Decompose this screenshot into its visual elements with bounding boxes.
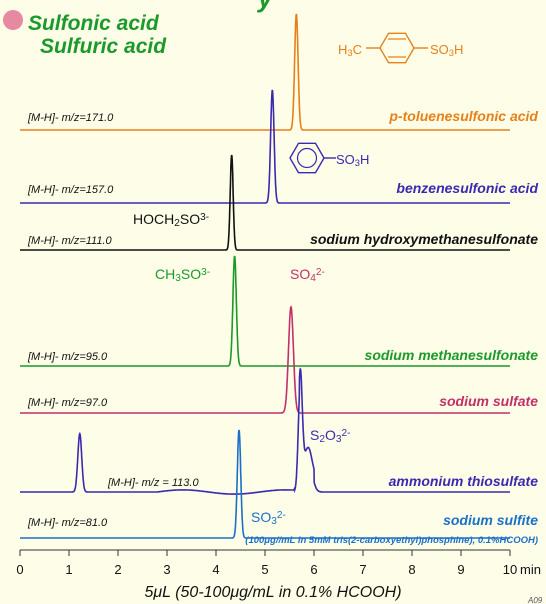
x-tick-label-4: 4 bbox=[212, 562, 219, 577]
mz-label-3: [M-H]- m/z=111.0 bbox=[27, 235, 113, 247]
x-tick-label-2: 2 bbox=[114, 562, 121, 577]
mz-label-1: [M-H]- m/z=171.0 bbox=[27, 112, 114, 124]
benzene-ring bbox=[289, 142, 325, 174]
benzene-sulfo-text: SO3H bbox=[336, 152, 369, 168]
series-name-1: p-toluenesulfonic acid bbox=[388, 108, 538, 124]
trace-6 bbox=[20, 367, 510, 495]
header-dot bbox=[3, 10, 23, 30]
x-tick-label-7: 7 bbox=[359, 562, 366, 577]
corner-mark: A09 bbox=[527, 596, 543, 604]
x-tick-label-0: 0 bbox=[16, 562, 23, 577]
series-name-6: ammonium thiosulfate bbox=[389, 473, 539, 489]
toluene-ring bbox=[379, 32, 415, 64]
title-fragment: y bbox=[258, 0, 272, 11]
ion-label-thiosulfate: S2O32- bbox=[310, 427, 350, 445]
x-tick-label-9: 9 bbox=[457, 562, 464, 577]
ion-label-hydroxymethanesulfonate: HOCH2SO3- bbox=[133, 211, 209, 229]
x-tick-label-5: 5 bbox=[261, 562, 268, 577]
trace-4 bbox=[20, 255, 510, 367]
series-name-3: sodium hydroxymethanesulfonate bbox=[310, 231, 538, 247]
ion-label-sulfite: SO32- bbox=[251, 509, 286, 527]
mz-label-2: [M-H]- m/z=157.0 bbox=[27, 184, 114, 196]
mz-label-7: [M-H]- m/z=81.0 bbox=[27, 517, 108, 529]
x-unit: min bbox=[520, 562, 541, 577]
x-tick-label-1: 1 bbox=[65, 562, 72, 577]
footnote: (100μg//mL in 5mM tris(2-carboxyethyl)ph… bbox=[245, 535, 538, 546]
series-name-5: sodium sulfate bbox=[439, 393, 538, 409]
trace-2 bbox=[20, 89, 510, 204]
mz-label-5: [M-H]- m/z=97.0 bbox=[27, 397, 108, 409]
header-line2: Sulfuric acid bbox=[40, 35, 167, 58]
x-tick-label-3: 3 bbox=[163, 562, 170, 577]
trace-3 bbox=[20, 154, 510, 251]
toluene-sulfo-text: SO3H bbox=[430, 42, 463, 58]
x-tick-label-6: 6 bbox=[310, 562, 317, 577]
mz-label-4: [M-H]- m/z=95.0 bbox=[27, 351, 108, 363]
ion-label-sulfate: SO42- bbox=[290, 266, 325, 284]
benzene-aromatic-circle bbox=[296, 147, 318, 169]
series-name-4: sodium methanesulfonate bbox=[365, 347, 539, 363]
ion-label-methanesulfonate: CH3SO3- bbox=[155, 266, 210, 284]
toluene-methyl-text: H3C bbox=[338, 42, 362, 58]
trace-5 bbox=[20, 305, 510, 414]
series-name-2: benzenesulfonic acid bbox=[396, 180, 538, 196]
x-axis-label: 5μL (50-100μg/mL in 0.1% HCOOH) bbox=[144, 584, 401, 601]
trace-7 bbox=[20, 429, 510, 539]
series-name-7: sodium sulfite bbox=[443, 512, 538, 528]
mz-label-6: [M-H]- m/z = 113.0 bbox=[107, 477, 199, 489]
header-line1: Sulfonic acid bbox=[28, 12, 159, 35]
x-tick-label-8: 8 bbox=[408, 562, 415, 577]
x-tick-label-10: 10 bbox=[503, 562, 517, 577]
trace-1 bbox=[20, 13, 510, 131]
